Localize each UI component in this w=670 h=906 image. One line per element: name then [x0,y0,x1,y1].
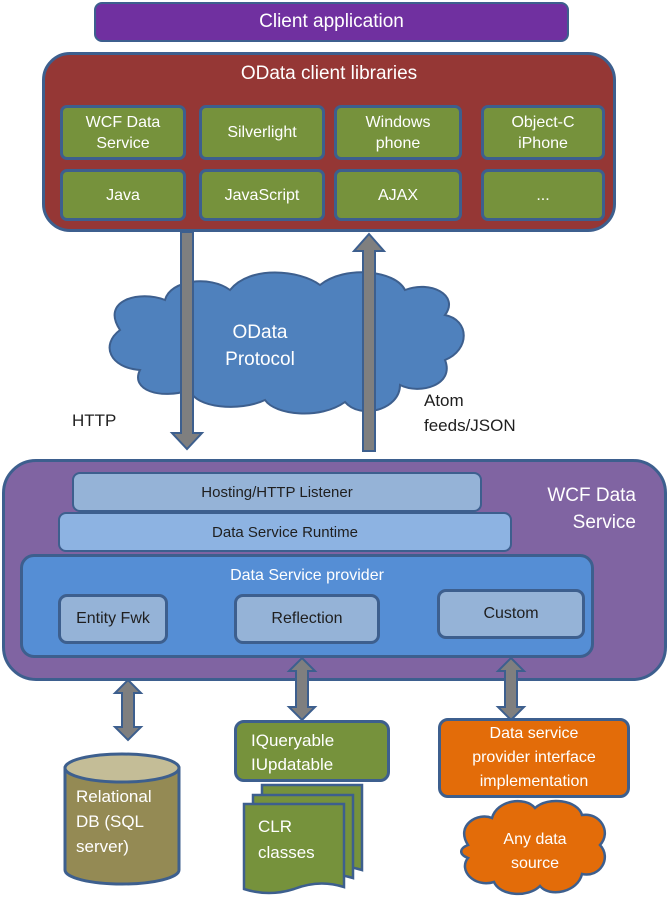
data-service-runtime-layer: Data Service Runtime [58,512,512,552]
lib-javascript: JavaScript [199,169,325,221]
provider-item-label: Reflection [271,610,343,627]
lib-label: ... [536,186,550,204]
client-application-box: Client application [94,2,569,42]
svc-title-line1: WCF Data [547,485,636,506]
relational-db-label: Relational DB (SQL server) [76,784,152,859]
hosting-http-listener-layer: Hosting/HTTP Listener [72,472,482,512]
interfaces-line1: IQueryable [251,731,335,750]
lib-label: Service [96,134,150,152]
response-format-label: Atom feeds/JSON [424,388,516,438]
clr-line2: classes [258,843,315,862]
provider-title: Data Service provider [230,567,384,584]
lib-java: Java [60,169,186,221]
lib-label: Windows [365,113,431,131]
response-line2: feeds/JSON [424,416,516,435]
db-double-arrow [112,678,144,742]
any-source-line1: Any data [503,831,567,848]
runtime-label: Data Service Runtime [212,523,358,541]
lib-label: AJAX [377,186,418,204]
iqueryable-iupdatable-box: IQueryable IUpdatable [234,720,390,782]
lib-label: iPhone [518,134,568,152]
clr-line1: CLR [258,817,293,836]
db-line1: Relational [76,787,152,806]
wcf-data-service-title: WCF Data Service [547,482,636,536]
dspi-line2: provider interface [472,749,596,766]
client-application-label: Client application [259,11,404,32]
protocol-line2: Protocol [225,349,295,370]
http-label: HTTP [72,411,117,430]
any-data-source-label: Any data source [470,826,600,878]
provider-item-label: Custom [483,605,539,622]
lib-label: phone [375,134,421,152]
lib-ajax: AJAX [334,169,462,221]
lib-object-c-iphone: Object-C iPhone [481,105,605,160]
db-line3: server) [76,837,129,856]
lib-label: JavaScript [224,186,300,204]
clr-classes-label: CLR classes [258,814,315,866]
dspi-implementation-box: Data service provider interface implemen… [438,718,630,798]
lib-more: ... [481,169,605,221]
dspi-line3: implementation [479,773,589,790]
response-line1: Atom [424,391,464,410]
provider-reflection: Reflection [234,594,380,644]
lib-label: WCF Data [85,113,161,131]
http-request-arrow [169,231,205,451]
client-libraries-title: OData client libraries [240,63,418,84]
db-line2: DB (SQL [76,812,145,831]
relational-db-cylinder [63,752,181,886]
clr-classes-documents [242,783,364,895]
provider-custom: Custom [437,589,585,639]
protocol-line1: OData [232,322,288,343]
dspi-line1: Data service [489,725,579,742]
lib-silverlight: Silverlight [199,105,325,160]
provider-item-label: Entity Fwk [76,610,150,627]
lib-label: Object-C [511,113,575,131]
reflection-double-arrow [286,656,318,722]
hosting-label: Hosting/HTTP Listener [201,483,353,501]
lib-label: Java [106,186,140,204]
any-data-source-cloud [460,799,607,895]
interfaces-line2: IUpdatable [251,755,334,774]
lib-label: Silverlight [227,124,297,141]
lib-windows-phone: Windows phone [334,105,462,160]
svc-title-line2: Service [572,512,636,533]
provider-entity-fwk: Entity Fwk [58,594,168,644]
any-source-line2: source [510,855,560,872]
custom-double-arrow [495,656,527,722]
response-arrow [351,232,387,452]
